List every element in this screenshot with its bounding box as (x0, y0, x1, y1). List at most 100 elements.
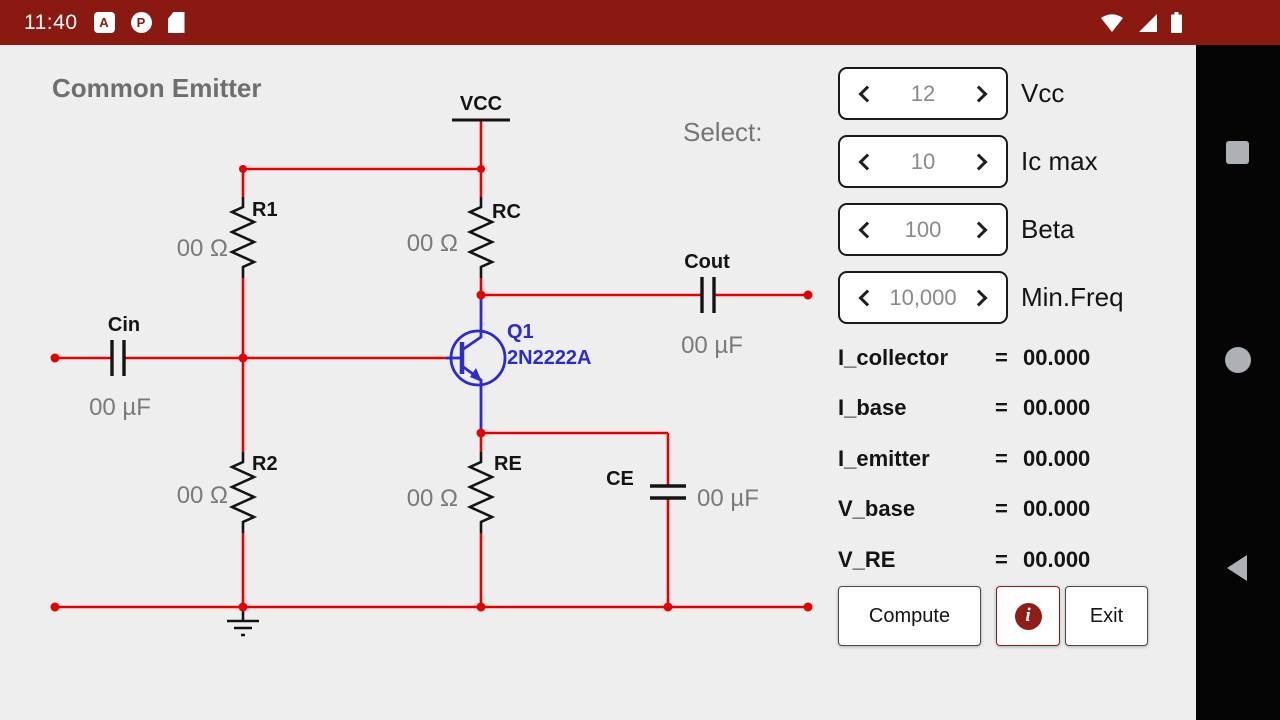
result-i-emitter: I_emitter = 00.000 (838, 446, 1168, 472)
select-label: Select: (683, 117, 763, 147)
beta-increment-button[interactable] (968, 210, 994, 250)
action-buttons: Compute i Exit (838, 586, 1148, 646)
rc-value: 00 Ω (407, 230, 458, 257)
wifi-icon (1101, 13, 1123, 32)
result-label: I_base (838, 395, 907, 420)
min-freq-stepper-label: Min.Freq (1021, 282, 1124, 312)
cin-value: 00 µF (89, 394, 151, 421)
stepper-box-beta: 100 (838, 203, 1008, 256)
cin-label: Cin (108, 314, 140, 336)
vcc-decrement-button[interactable] (852, 74, 878, 114)
capacitor-cin-symbol (110, 340, 126, 376)
beta-stepper-label: Beta (1021, 214, 1075, 244)
chevron-left-icon (858, 221, 876, 238)
equals-sign: = (995, 446, 1008, 471)
result-label: V_RE (838, 547, 896, 572)
r2-label: R2 (252, 453, 278, 475)
ce-value: 00 µF (697, 485, 759, 512)
ic-max-increment-button[interactable] (968, 142, 994, 182)
result-value: 00.000 (1023, 345, 1091, 370)
r1-label: R1 (252, 199, 278, 221)
chevron-left-icon (858, 289, 876, 306)
info-icon: i (1014, 602, 1042, 630)
chevron-right-icon (970, 221, 988, 238)
back-button-icon[interactable] (1227, 555, 1247, 581)
r1-value: 00 Ω (177, 235, 228, 262)
stepper-beta: 100 Beta (838, 203, 1075, 256)
chevron-right-icon (970, 85, 988, 102)
ce-label: CE (606, 468, 634, 490)
status-bar: 11:40 A P (0, 0, 1280, 45)
result-i-base: I_base = 00.000 (838, 395, 1168, 421)
chevron-left-icon (858, 153, 876, 170)
r2-value: 00 Ω (177, 482, 228, 509)
ic-max-decrement-button[interactable] (852, 142, 878, 182)
exit-button[interactable]: Exit (1065, 586, 1148, 646)
chevron-left-icon (858, 85, 876, 102)
result-label: I_emitter (838, 446, 930, 471)
vcc-value: 12 (910, 80, 936, 106)
info-button[interactable]: i (996, 586, 1060, 646)
capacitor-cout-symbol (700, 277, 716, 313)
ground-symbol (227, 607, 259, 637)
min-freq-value: 10,000 (889, 284, 957, 310)
resistor-r1-symbol (228, 197, 258, 278)
circuit-wires (55, 121, 808, 609)
equals-sign: = (995, 395, 1008, 420)
stepper-min-freq: 10,000 Min.Freq (838, 271, 1124, 324)
app-icon-letter: P (136, 15, 146, 30)
resistor-r2-symbol (228, 452, 258, 533)
stepper-box-ic-max: 10 (838, 135, 1008, 188)
chevron-right-icon (970, 153, 988, 170)
status-time: 11:40 (24, 10, 78, 34)
stepper-box-min-freq: 10,000 (838, 271, 1008, 324)
result-value: 00.000 (1023, 446, 1091, 471)
equals-sign: = (995, 345, 1008, 370)
notification-app-icon: A (93, 12, 115, 33)
result-v-base: V_base = 00.000 (838, 496, 1168, 522)
chevron-right-icon (970, 289, 988, 306)
result-value: 00.000 (1023, 496, 1091, 521)
status-bar-right (1099, 12, 1182, 33)
equals-sign: = (995, 496, 1008, 521)
circuit-components (110, 118, 716, 637)
result-v-re: V_RE = 00.000 (838, 547, 1168, 573)
junction-dots (50, 165, 813, 612)
ic-max-stepper-label: Ic max (1021, 146, 1098, 176)
android-nav-bar (1196, 45, 1280, 720)
stepper-box-vcc: 12 (838, 67, 1008, 120)
q1-part-number: 2N2222A (507, 347, 592, 369)
min-freq-decrement-button[interactable] (852, 278, 878, 318)
re-value: 00 Ω (407, 485, 458, 512)
main-content: VCC R1 00 Ω RC 00 Ω Cin 00 µF Cout 00 µF… (0, 45, 1196, 720)
vcc-increment-button[interactable] (968, 74, 994, 114)
rc-label: RC (492, 201, 521, 223)
page-title: Common Emitter (52, 73, 262, 103)
emitter-arrow (470, 368, 482, 382)
sim-card-icon (167, 12, 185, 33)
stepper-vcc: 12 Vcc (838, 67, 1064, 120)
result-label: I_collector (838, 345, 949, 370)
result-value: 00.000 (1023, 395, 1091, 420)
result-i-collector: I_collector = 00.000 (838, 345, 1168, 371)
compute-button[interactable]: Compute (838, 586, 981, 646)
status-bar-left: 11:40 A P (24, 11, 185, 35)
home-button-icon[interactable] (1225, 347, 1251, 373)
capacitor-ce-symbol (650, 484, 686, 500)
vcc-stepper-label: Vcc (1021, 78, 1065, 108)
min-freq-increment-button[interactable] (968, 278, 994, 318)
beta-decrement-button[interactable] (852, 210, 878, 250)
beta-value: 100 (904, 216, 942, 242)
app-icon-letter: A (99, 15, 109, 30)
recents-button-icon[interactable] (1226, 141, 1249, 164)
resistor-re-symbol (466, 452, 496, 533)
circuit-diagram: VCC R1 00 Ω RC 00 Ω Cin 00 µF Cout 00 µF… (50, 93, 813, 637)
cout-label: Cout (684, 251, 730, 273)
transistor-q1-symbol (446, 296, 507, 433)
cell-signal-icon (1139, 13, 1157, 32)
re-label: RE (494, 453, 522, 475)
ic-max-value: 10 (910, 148, 936, 174)
vcc-label: VCC (460, 93, 502, 115)
result-value: 00.000 (1023, 547, 1091, 572)
